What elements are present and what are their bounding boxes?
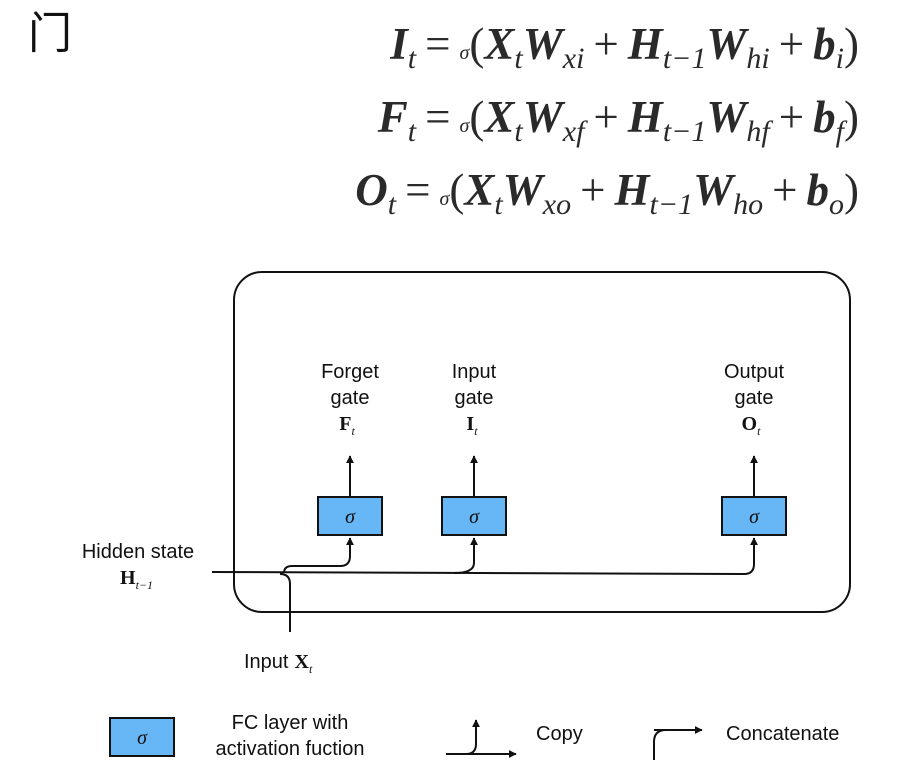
- svg-text:σ: σ: [345, 506, 356, 528]
- forget-gate-label-2: gate: [331, 387, 370, 409]
- legend-fc-box: σ: [109, 717, 175, 757]
- input-gate-symbol: It: [466, 413, 478, 438]
- hidden-state-symbol: Ht−1: [120, 567, 153, 592]
- forget-gate-symbol: Ft: [339, 413, 355, 438]
- input-line: [279, 573, 291, 632]
- input-gate-label-1: Input: [452, 361, 497, 383]
- output-gate-label-1: Output: [724, 361, 784, 383]
- output-gate-fc-box: σ: [721, 496, 787, 536]
- legend-fc-label-2: activation fuction: [216, 738, 365, 760]
- output-gate-symbol: Ot: [742, 413, 762, 438]
- lstm-cell-boundary: [233, 271, 851, 613]
- svg-text:σ: σ: [469, 506, 480, 528]
- forget-gate-equation: Ft=σ(XtWxf+Ht−1Whf+bf): [377, 92, 859, 148]
- hidden-state-label: Hidden state: [82, 541, 194, 563]
- legend-fc-label-1: FC layer with: [232, 712, 349, 734]
- svg-text:σ: σ: [137, 727, 148, 749]
- section-heading: 门: [28, 8, 72, 59]
- legend-concatenate-icon: [653, 726, 703, 760]
- svg-text:σ: σ: [749, 506, 760, 528]
- legend-copy-icon: [446, 719, 517, 758]
- input-gate-input-arrow: [453, 537, 478, 574]
- output-gate-equation: Ot=σ(XtWxo+Ht−1Who+bo): [355, 165, 859, 221]
- input-gate-fc-box: σ: [441, 496, 507, 536]
- input-gate-equation: It=σ(XtWxi+Ht−1Whi+bi): [390, 19, 859, 75]
- hidden-state-line: [211, 537, 758, 576]
- output-gate-label-2: gate: [735, 387, 774, 409]
- legend-copy-label: Copy: [536, 723, 583, 745]
- input-gate-label-2: gate: [455, 387, 494, 409]
- forget-gate-input-arrow: [283, 537, 354, 574]
- forget-gate-label-1: Forget: [321, 361, 379, 383]
- forget-gate-fc-box: σ: [317, 496, 383, 536]
- legend-concatenate-label: Concatenate: [726, 723, 839, 745]
